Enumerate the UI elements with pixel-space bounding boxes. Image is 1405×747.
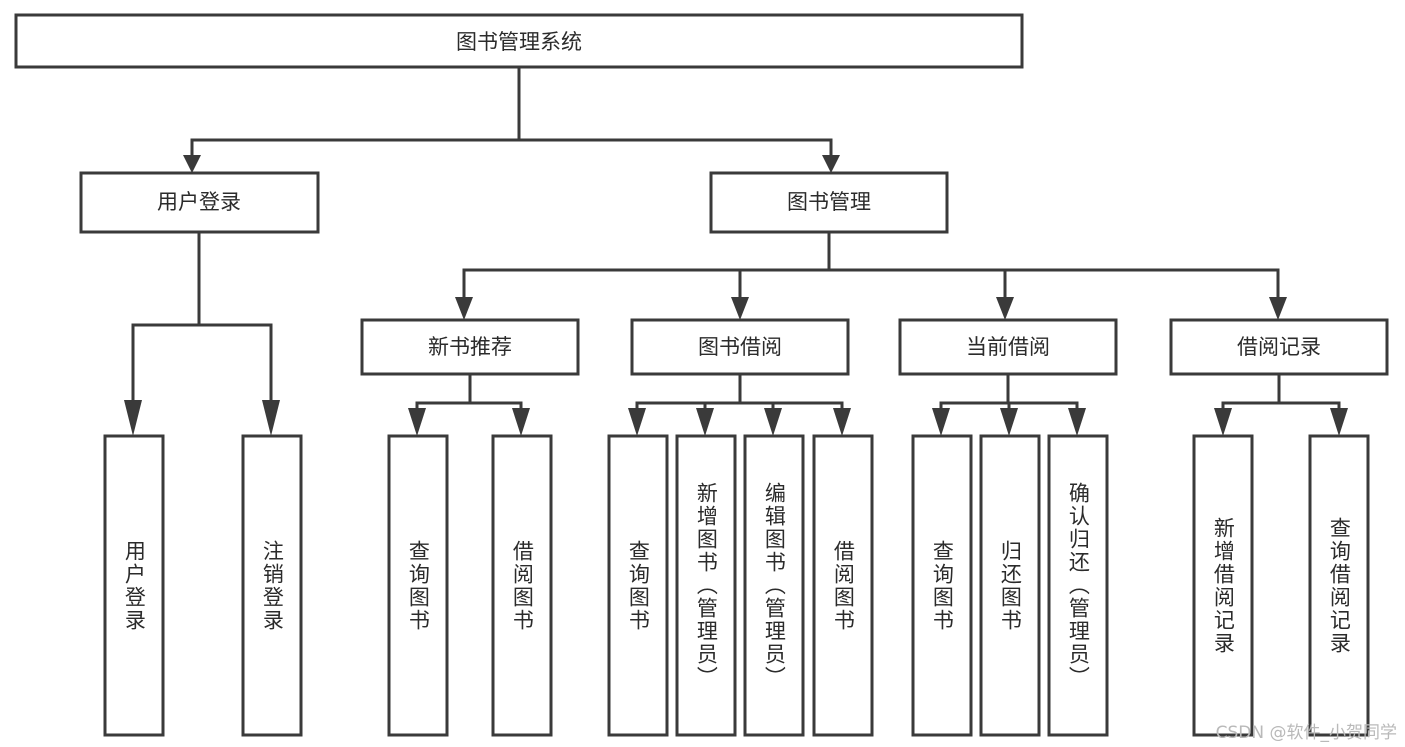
csdn-watermark: CSDN @软件_小贺同学 bbox=[1215, 723, 1397, 743]
node-root[interactable]: 图书管理系统 bbox=[14, 13, 1024, 69]
node-book-borrow-box[interactable] bbox=[630, 318, 850, 376]
node-new-book-recommend-label: 新书推荐 bbox=[428, 335, 512, 359]
leaf-query-record-box[interactable] bbox=[1308, 434, 1370, 737]
connector-group-book-manage bbox=[455, 230, 1287, 320]
node-borrow-record[interactable]: 借阅记录 bbox=[1169, 318, 1389, 376]
leaf-query-book-2-box[interactable] bbox=[607, 434, 669, 737]
node-book-borrow-label: 图书借阅 bbox=[698, 335, 782, 359]
arrowhead-current-borrow bbox=[996, 297, 1014, 320]
leaf-add-record-box[interactable] bbox=[1192, 434, 1254, 737]
arrowhead-user-login bbox=[183, 155, 201, 173]
node-borrow-record-label: 借阅记录 bbox=[1237, 335, 1321, 359]
leaf-return-book-box[interactable] bbox=[979, 434, 1041, 737]
node-new-book-recommend[interactable]: 新书推荐 bbox=[360, 318, 580, 376]
leaf-user-login-box[interactable] bbox=[103, 434, 165, 737]
leaf-boxes bbox=[103, 434, 1370, 737]
arrowhead-leaf-user-login bbox=[124, 400, 142, 436]
node-current-borrow-label: 当前借阅 bbox=[966, 335, 1050, 359]
leaf-query-book-3-box[interactable] bbox=[911, 434, 973, 737]
leaf-borrow-book-2-box[interactable] bbox=[812, 434, 874, 737]
arrowhead-leaf-borrow-book-1 bbox=[512, 408, 530, 436]
node-current-borrow-box[interactable] bbox=[898, 318, 1118, 376]
connector-group-current-borrow bbox=[932, 372, 1086, 436]
leaf-borrow-book-1-box[interactable] bbox=[491, 434, 553, 737]
leaf-confirm-return-box[interactable] bbox=[1047, 434, 1109, 737]
arrowhead-leaf-edit-book bbox=[764, 408, 782, 436]
node-borrow-record-box[interactable] bbox=[1169, 318, 1389, 376]
connector-group-root bbox=[183, 65, 840, 173]
arrowhead-leaf-borrow-book-2 bbox=[833, 408, 851, 436]
arrowhead-leaf-add-book bbox=[696, 408, 714, 436]
leaf-add-book-box[interactable] bbox=[675, 434, 737, 737]
leaf-query-book-1-box[interactable] bbox=[387, 434, 449, 737]
node-root-box[interactable] bbox=[14, 13, 1024, 69]
leaf-edit-book-box[interactable] bbox=[743, 434, 805, 737]
connector-group-book-borrow bbox=[628, 372, 851, 436]
arrowhead-leaf-query-book-3 bbox=[932, 408, 950, 436]
node-book-borrow[interactable]: 图书借阅 bbox=[630, 318, 850, 376]
connector-group-borrow-record bbox=[1214, 372, 1348, 436]
arrowhead-leaf-query-book-1 bbox=[408, 408, 426, 436]
arrowhead-borrow-record bbox=[1269, 297, 1287, 320]
node-current-borrow[interactable]: 当前借阅 bbox=[898, 318, 1118, 376]
node-user-login-label: 用户登录 bbox=[157, 190, 241, 214]
node-root-label: 图书管理系统 bbox=[456, 30, 582, 54]
arrowhead-leaf-query-book-2 bbox=[628, 408, 646, 436]
arrowhead-leaf-user-logout bbox=[262, 400, 280, 436]
connector-group-user-login bbox=[124, 230, 280, 436]
node-user-login-box[interactable] bbox=[79, 171, 320, 234]
leaf-user-logout-box[interactable] bbox=[241, 434, 303, 737]
arrowhead-leaf-confirm-return bbox=[1068, 408, 1086, 436]
node-book-manage[interactable]: 图书管理 bbox=[709, 171, 949, 234]
node-user-login[interactable]: 用户登录 bbox=[79, 171, 320, 234]
arrowhead-leaf-add-record bbox=[1214, 408, 1232, 436]
arrowhead-leaf-query-record bbox=[1330, 408, 1348, 436]
arrowhead-book-borrow bbox=[731, 297, 749, 320]
arrowhead-new-book-recommend bbox=[455, 297, 473, 320]
connector-group-new-book-recommend bbox=[408, 372, 530, 436]
node-book-manage-box[interactable] bbox=[709, 171, 949, 234]
node-new-book-recommend-box[interactable] bbox=[360, 318, 580, 376]
arrowhead-book-manage bbox=[822, 155, 840, 173]
arrowhead-leaf-return-book bbox=[1000, 408, 1018, 436]
node-book-manage-label: 图书管理 bbox=[787, 190, 871, 214]
